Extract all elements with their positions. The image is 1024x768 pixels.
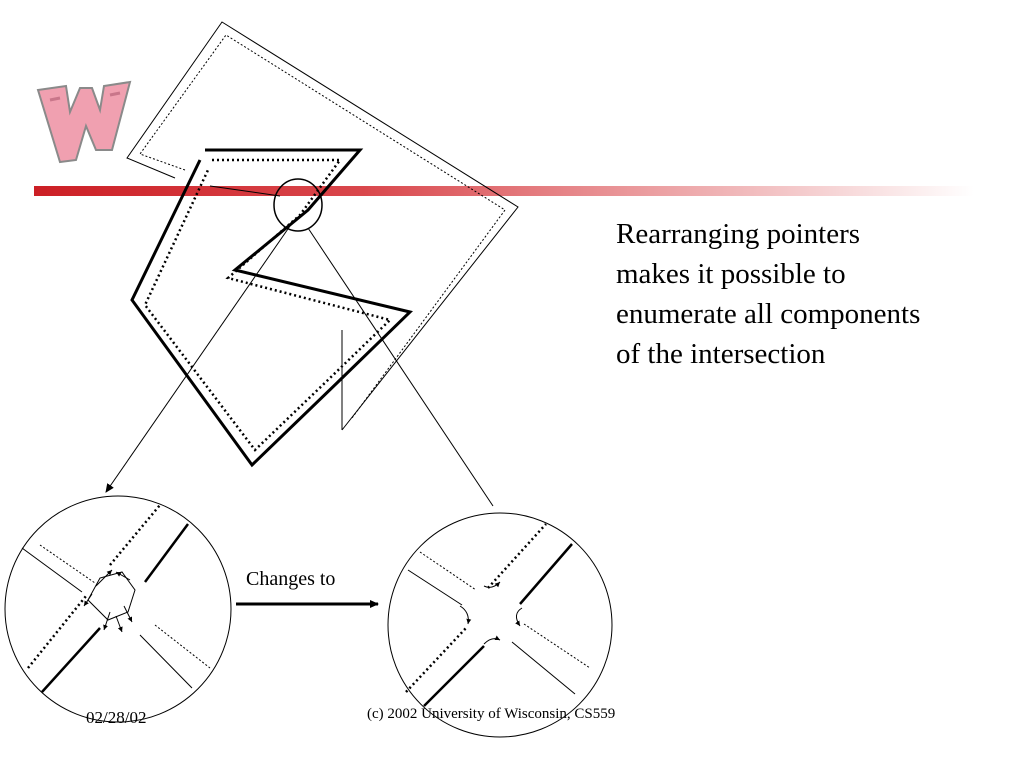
changes-to-label: Changes to (246, 568, 336, 590)
before-detail-circle (4, 495, 232, 723)
wisconsin-w-logo (36, 80, 132, 164)
inner-polygon (130, 148, 413, 468)
accent-bar (34, 186, 974, 196)
body-line: enumerate all components (616, 298, 921, 330)
after-detail-circle (387, 512, 613, 738)
body-line: of the intersection (616, 338, 826, 370)
body-line: Rearranging pointers (616, 218, 861, 250)
footer-date: 02/28/02 (86, 708, 147, 727)
body-line: makes it possible to (616, 258, 846, 290)
slide-body-text: Rearranging pointers makes it possible t… (616, 214, 996, 374)
outer-polygon (126, 21, 519, 431)
footer-copyright: (c) 2002 University of Wisconsin, CS559 (367, 706, 616, 722)
magnifier (105, 178, 494, 507)
